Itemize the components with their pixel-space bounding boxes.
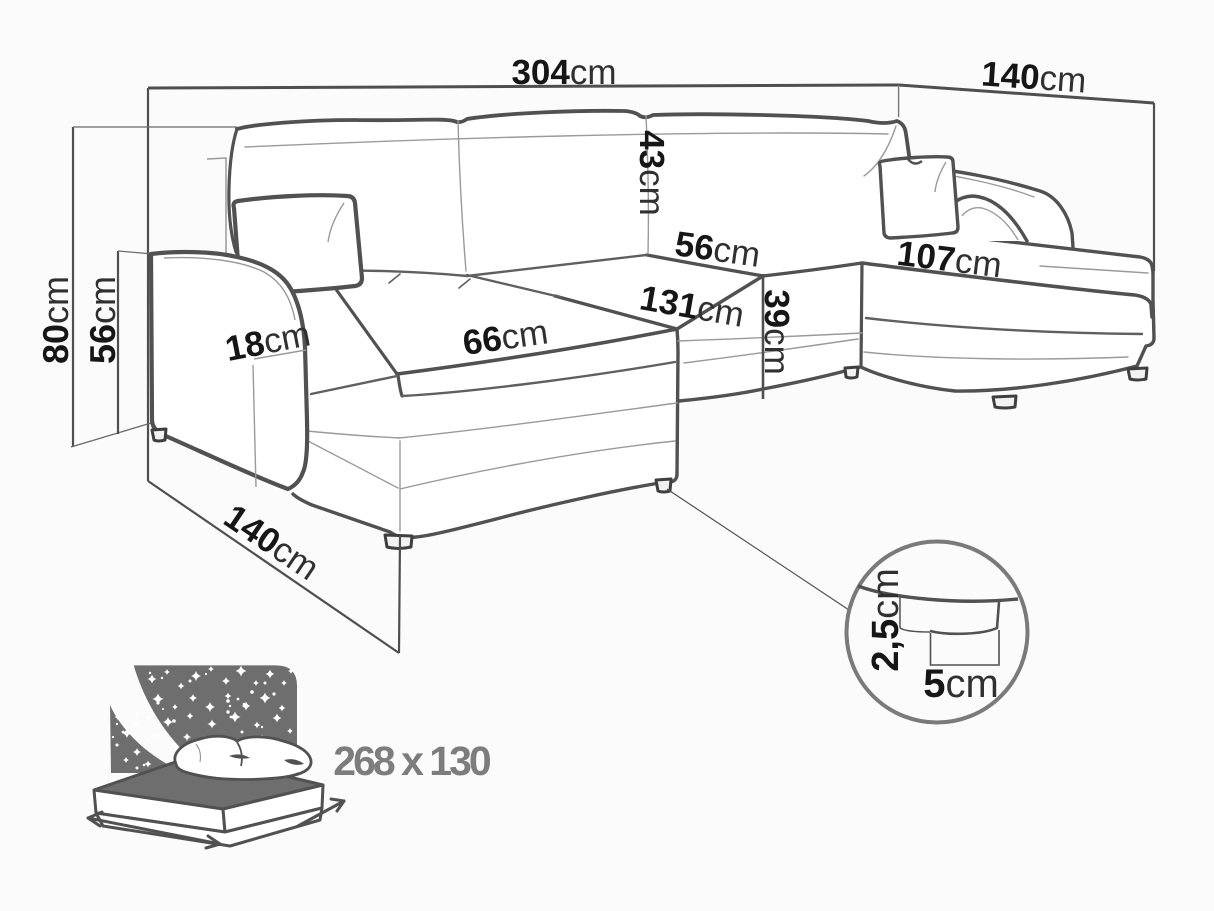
svg-text:304cm: 304cm	[511, 53, 616, 92]
svg-text:2,5cm: 2,5cm	[865, 568, 907, 671]
svg-text:56cm: 56cm	[82, 276, 123, 364]
svg-text:18cm: 18cm	[222, 314, 313, 369]
svg-text:39cm: 39cm	[757, 289, 796, 375]
svg-text:80cm: 80cm	[35, 276, 76, 364]
svg-text:5cm: 5cm	[923, 662, 999, 706]
svg-text:43cm: 43cm	[632, 130, 671, 216]
svg-text:268 x 130: 268 x 130	[333, 738, 491, 784]
svg-text:140cm: 140cm	[980, 54, 1088, 100]
